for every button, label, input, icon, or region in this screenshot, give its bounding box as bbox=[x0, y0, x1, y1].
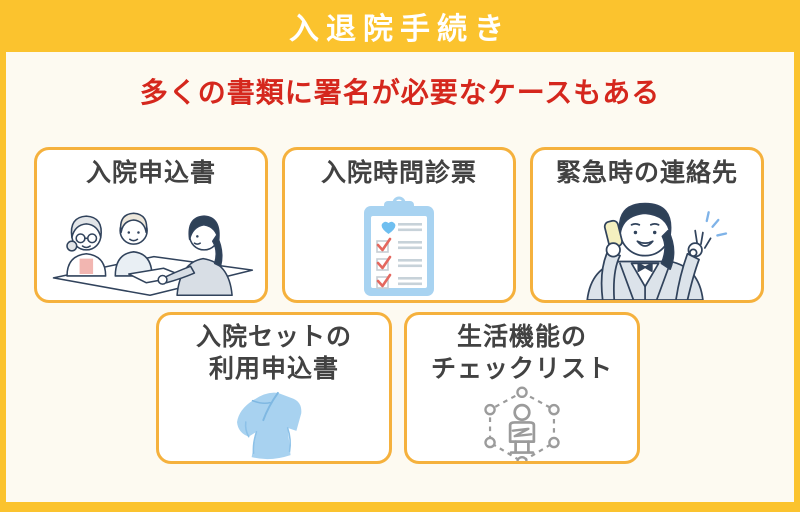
woman-on-phone-illustration bbox=[533, 189, 761, 300]
checklist-clipboard-illustration bbox=[285, 189, 513, 300]
phone-call-icon bbox=[586, 202, 728, 300]
card-title: 入院申込書 bbox=[85, 158, 216, 187]
reception-counter-icon bbox=[52, 212, 254, 297]
card-medical-questionnaire: 入院時問診票 bbox=[282, 147, 516, 303]
card-title: 生活機能の チェックリスト bbox=[430, 322, 613, 383]
hospital-gown-icon bbox=[237, 391, 302, 460]
card-life-function-checklist: 生活機能の チェックリスト bbox=[404, 312, 640, 464]
card-row-top: 入院申込書 bbox=[34, 147, 764, 303]
page-title: 入退院手続き bbox=[289, 12, 511, 47]
reception-counter-illustration bbox=[37, 189, 265, 300]
card-title: 緊急時の連絡先 bbox=[555, 158, 738, 187]
card-title: 入院時問診票 bbox=[320, 158, 477, 187]
card-title: 入院セットの 利用申込書 bbox=[195, 322, 352, 383]
card-admission-set: 入院セットの 利用申込書 bbox=[156, 312, 392, 464]
clipboard-icon bbox=[364, 196, 434, 296]
person-network-icon bbox=[484, 386, 560, 461]
card-row-bottom: 入院セットの 利用申込書 生活機能の bbox=[156, 312, 640, 464]
content-area: 多くの書類に署名が必要なケースもある 入院申込書 bbox=[6, 52, 794, 502]
card-emergency-contact: 緊急時の連絡先 bbox=[530, 147, 764, 303]
page-header: 入退院手続き bbox=[0, 0, 800, 52]
hospital-gown-illustration bbox=[159, 385, 389, 461]
card-admission-application: 入院申込書 bbox=[34, 147, 268, 303]
person-network-illustration bbox=[407, 385, 637, 461]
subtitle-text: 多くの書類に署名が必要なケースもある bbox=[139, 76, 661, 109]
